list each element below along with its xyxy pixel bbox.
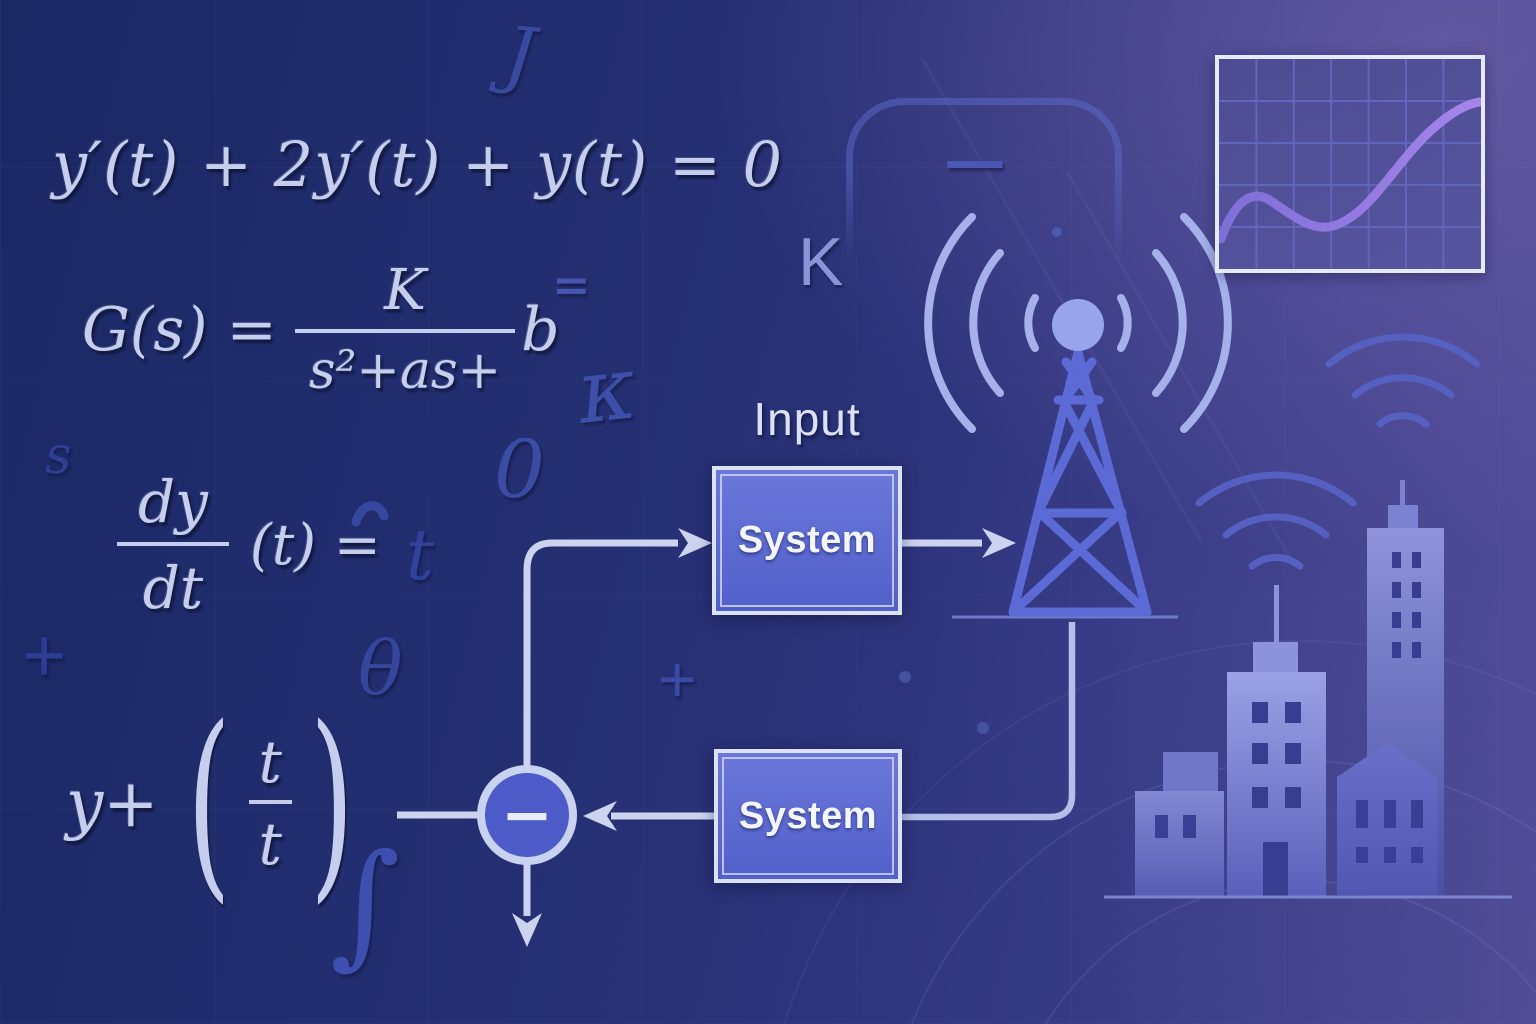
decorative-dot xyxy=(977,722,989,734)
derivative-fraction: dy dt xyxy=(112,468,234,622)
arrow-into-forward-block xyxy=(678,528,712,558)
transfer-function-equation: G(s) = K s²+as+ b xyxy=(82,258,560,401)
faint-glyph-t: t xyxy=(406,514,435,596)
faint-glyph-kappa: κ xyxy=(572,335,641,444)
input-label: Input xyxy=(753,393,861,445)
faint-glyph-plus: + xyxy=(22,613,67,698)
derivative-tail: (t) = xyxy=(249,512,381,578)
transfer-fraction: K s²+as+ xyxy=(294,258,516,401)
derivative-numerator: dy xyxy=(138,468,208,536)
ratio-numerator: t xyxy=(258,728,282,797)
faint-glyph-j: J xyxy=(500,10,540,100)
ratio-equation: y+ ( t t ) xyxy=(66,684,372,922)
faint-glyph-k: K xyxy=(798,224,844,300)
transfer-lhs: G(s) = xyxy=(82,294,277,365)
faint-glyph-minus: − xyxy=(938,110,1012,213)
chart-curve xyxy=(1219,97,1481,244)
signal-chart-panel xyxy=(1215,55,1485,273)
transfer-numerator: K xyxy=(384,258,426,323)
transfer-denominator: s²+as+ xyxy=(294,329,516,401)
forward-system-label: System xyxy=(737,519,877,561)
faint-rounded-shape xyxy=(846,98,1122,295)
decorative-dot xyxy=(899,671,911,683)
faint-glyph-equals: = xyxy=(552,258,591,312)
ratio-lhs: y+ xyxy=(66,764,159,842)
faint-glyph-theta: θ xyxy=(358,626,403,712)
arrow-into-tower xyxy=(982,528,1016,558)
ode-equation: y′(t) + 2y′(t) + y(t) = 0 xyxy=(52,128,784,201)
ratio-fraction: t t xyxy=(248,728,292,878)
arrow-output-down xyxy=(512,913,542,947)
faint-glyph-zero: 0 xyxy=(494,423,545,516)
faint-glyph-plus: + xyxy=(658,642,697,716)
junction-minus-operator: − xyxy=(501,778,553,851)
derivative-equation: dy dt (t) = xyxy=(112,468,381,622)
arrow-into-junction xyxy=(583,801,617,831)
faint-glyph-s: s xyxy=(45,426,72,486)
ratio-denominator: t xyxy=(248,800,292,878)
forward-system-block: System xyxy=(712,466,902,615)
feedback-system-label: System xyxy=(738,794,878,837)
transfer-tail: b xyxy=(521,294,560,365)
chart-grid xyxy=(1219,59,1481,269)
close-paren: ) xyxy=(309,684,354,922)
faint-glyph-integral: ∫ xyxy=(330,825,401,982)
open-paren: ( xyxy=(186,684,231,922)
feedback-system-block: System xyxy=(714,749,902,883)
building-wifi-icon xyxy=(1195,333,1481,570)
derivative-denominator: dt xyxy=(116,542,230,622)
signal-chart xyxy=(1219,59,1481,269)
